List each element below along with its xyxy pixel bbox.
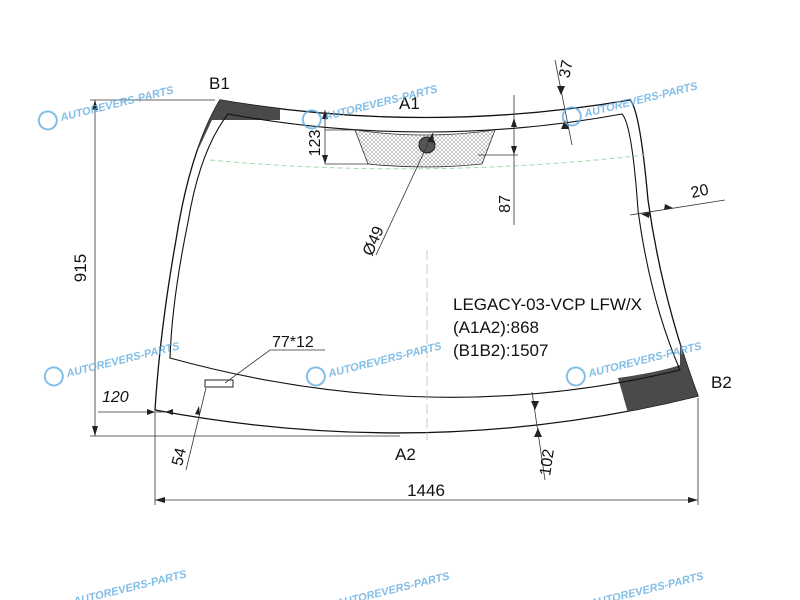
vin-window xyxy=(204,379,234,388)
watermark-8: AUTOREVERS-PARTS xyxy=(334,570,451,600)
ar-logo-icon xyxy=(561,106,582,127)
ar-logo-icon xyxy=(301,109,322,130)
watermark-3: AUTOREVERS-PARTS xyxy=(561,80,699,127)
ar-logo-icon xyxy=(43,366,64,387)
svg-text:AUTOREVERS-PARTS: AUTOREVERS-PARTS xyxy=(58,84,175,124)
sensor-height-dimension: 123 xyxy=(307,130,324,157)
left-offset-dimension: 120 xyxy=(102,389,129,406)
side-band-dimension: 20 xyxy=(689,182,710,202)
sensor-diameter-dimension: Ø49 xyxy=(360,224,388,259)
model-b1b2: (B1B2):1507 xyxy=(453,341,548,360)
svg-text:AUTOREVERS-PARTS: AUTOREVERS-PARTS xyxy=(588,570,705,600)
svg-text:AUTOREVERS-PARTS: AUTOREVERS-PARTS xyxy=(326,340,443,380)
bottom-left-dimension: 54 xyxy=(169,446,190,467)
vin-window-label: 77*12 xyxy=(272,334,314,351)
watermark-7: AUTOREVERS-PARTS xyxy=(71,568,188,600)
watermark-5: AUTOREVERS-PARTS xyxy=(305,340,443,387)
model-title: LEGACY-03-VCP LFW/X xyxy=(453,295,642,314)
shade-band-line xyxy=(209,154,646,170)
svg-text:AUTOREVERS-PARTS: AUTOREVERS-PARTS xyxy=(582,80,699,120)
watermark-4: AUTOREVERS-PARTS xyxy=(43,340,181,387)
glass-inner-contour xyxy=(169,113,681,398)
svg-text:AUTOREVERS-PARTS: AUTOREVERS-PARTS xyxy=(64,340,181,380)
bottom-band-dimension: 102 xyxy=(537,448,558,477)
svg-text:AUTOREVERS-PARTS: AUTOREVERS-PARTS xyxy=(334,570,451,600)
top-band-dimension: 37 xyxy=(557,59,577,80)
watermark-1: AUTOREVERS-PARTS xyxy=(37,84,175,131)
svg-text:AUTOREVERS-PARTS: AUTOREVERS-PARTS xyxy=(71,568,188,600)
ar-logo-icon xyxy=(37,110,58,131)
point-b1-label: B1 xyxy=(209,74,230,93)
point-b2-label: B2 xyxy=(711,373,732,392)
width-dimension: 1446 xyxy=(407,481,445,500)
model-a1a2: (A1A2):868 xyxy=(453,318,539,337)
ar-logo-icon xyxy=(565,366,586,387)
ceramic-band-b1 xyxy=(190,100,280,150)
height-dimension: 915 xyxy=(71,254,90,282)
watermark-9: AUTOREVERS-PARTS xyxy=(588,570,705,600)
sensor-gap-dimension: 87 xyxy=(497,195,514,213)
point-a1-label: A1 xyxy=(399,94,420,113)
ar-logo-icon xyxy=(305,366,326,387)
point-a2-label: A2 xyxy=(395,445,416,464)
